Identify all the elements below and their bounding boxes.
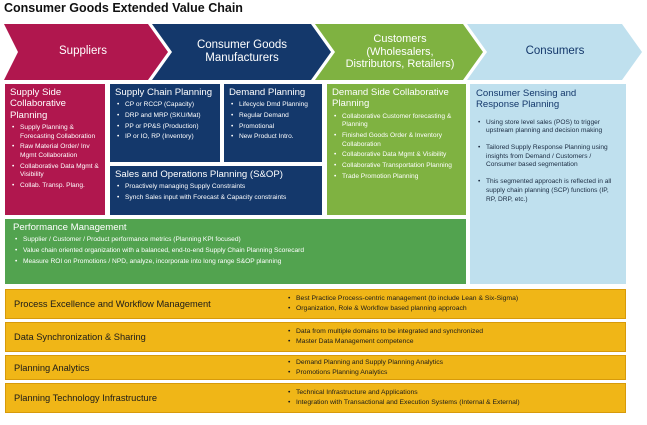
customers-chevron	[315, 24, 483, 80]
list-item: Collaborative Data Mgmt & Visibility	[334, 151, 461, 160]
data-synchronization-row: Data Synchronization & Sharing Data from…	[5, 322, 626, 352]
value-chain-chevrons	[4, 24, 642, 80]
suppliers-chevron	[4, 24, 168, 80]
consumers-label: Consumers	[525, 45, 585, 58]
list-item: Lifecycle Dmd Planning	[231, 101, 317, 110]
process-excellence-row: Process Excellence and Workflow Manageme…	[5, 289, 626, 319]
list-item: Demand Planning and Supply Planning Anal…	[288, 358, 621, 368]
supply-chain-planning-box: Supply Chain Planning CP or RCCP (Capaci…	[110, 84, 220, 162]
planning-technology-row: Planning Technology Infrastructure Techn…	[5, 383, 626, 413]
list-item: Regular Demand	[231, 112, 317, 121]
supply-side-collaborative-planning-box: Supply Side Collaborative Planning Suppl…	[5, 84, 105, 215]
list-item: Organization, Role & Workflow based plan…	[288, 304, 621, 314]
row-label: Process Excellence and Workflow Manageme…	[14, 299, 211, 309]
list-item: Proactively managing Supply Constraints	[117, 183, 317, 192]
list-item: Supply Planning & Forecasting Collaborat…	[12, 124, 100, 141]
list-item: IP or IO, RP (Inventory)	[117, 133, 215, 142]
list-item: New Product Intro.	[231, 133, 317, 142]
list-item: Integration with Transactional and Execu…	[288, 398, 621, 408]
list-item: Master Data Management competence	[288, 337, 621, 347]
consumers-chevron	[467, 24, 642, 80]
row-label: Planning Technology Infrastructure	[14, 393, 157, 403]
list-item: CP or RCCP (Capacity)	[117, 101, 215, 110]
sop-box: Sales and Operations Planning (S&OP) Pro…	[110, 166, 322, 215]
planning-analytics-row: Planning Analytics Demand Planning and S…	[5, 355, 626, 380]
demand-side-collaborative-planning-box: Demand Side Collaborative Planning Colla…	[327, 84, 466, 215]
box-title: Supply Side Collaborative Planning	[10, 87, 66, 121]
consumer-sensing-box: Consumer Sensing and Response Planning U…	[470, 84, 626, 284]
box-title: Consumer Sensing and Response Planning	[476, 88, 577, 111]
list-item: Data from multiple domains to be integra…	[288, 327, 621, 337]
page-title: Consumer Goods Extended Value Chain	[4, 1, 243, 15]
box-title: Supply Chain Planning	[115, 87, 213, 98]
box-title: Demand Side Collaborative Planning	[332, 87, 449, 110]
list-item: Using store level sales (POS) to trigger…	[478, 119, 620, 136]
list-item: Collaborative Data Mgmt & Visibility	[12, 163, 100, 180]
list-item: Collab. Transp. Plang.	[12, 182, 100, 191]
list-item: Supplier / Customer / Product performanc…	[15, 236, 458, 245]
list-item: Trade Promotion Planning	[334, 173, 461, 182]
box-title: Demand Planning	[229, 87, 306, 98]
manufacturers-chevron	[152, 24, 331, 80]
list-item: Promotions Planning Analytics	[288, 368, 621, 378]
list-item: Promotional	[231, 123, 317, 132]
list-item: This segmented approach is reflected in …	[478, 178, 620, 204]
list-item: Raw Material Order/ Inv Mgmt Collaborati…	[12, 143, 100, 160]
customers-label: Customers(Wholesalers,Distributors, Reta…	[345, 33, 455, 71]
box-title: Performance Management	[13, 222, 127, 233]
row-label: Data Synchronization & Sharing	[14, 332, 146, 342]
list-item: DRP and MRP (SKU/Mat)	[117, 112, 215, 121]
row-label: Planning Analytics	[14, 362, 90, 373]
list-item: PP or PP&S (Production)	[117, 123, 215, 132]
list-item: Technical Infrastructure and Application…	[288, 388, 621, 398]
list-item: Collaborative Customer forecasting & Pla…	[334, 113, 461, 130]
list-item: Finished Goods Order & Inventory Collabo…	[334, 132, 461, 149]
list-item: Synch Sales input with Forecast & Capaci…	[117, 194, 317, 203]
list-item: Value chain oriented organization with a…	[15, 247, 458, 256]
list-item: Measure ROI on Promotions / NPD, analyze…	[15, 258, 458, 267]
demand-planning-box: Demand Planning Lifecycle Dmd Planning R…	[224, 84, 322, 162]
suppliers-label: Suppliers	[59, 45, 107, 58]
performance-management-box: Performance Management Supplier / Custom…	[5, 219, 466, 284]
box-title: Sales and Operations Planning (S&OP)	[115, 169, 283, 180]
list-item: Best Practice Process-centric management…	[288, 294, 621, 304]
list-item: Tailored Supply Response Planning using …	[478, 144, 620, 170]
list-item: Collaborative Transportation Planning	[334, 162, 461, 171]
